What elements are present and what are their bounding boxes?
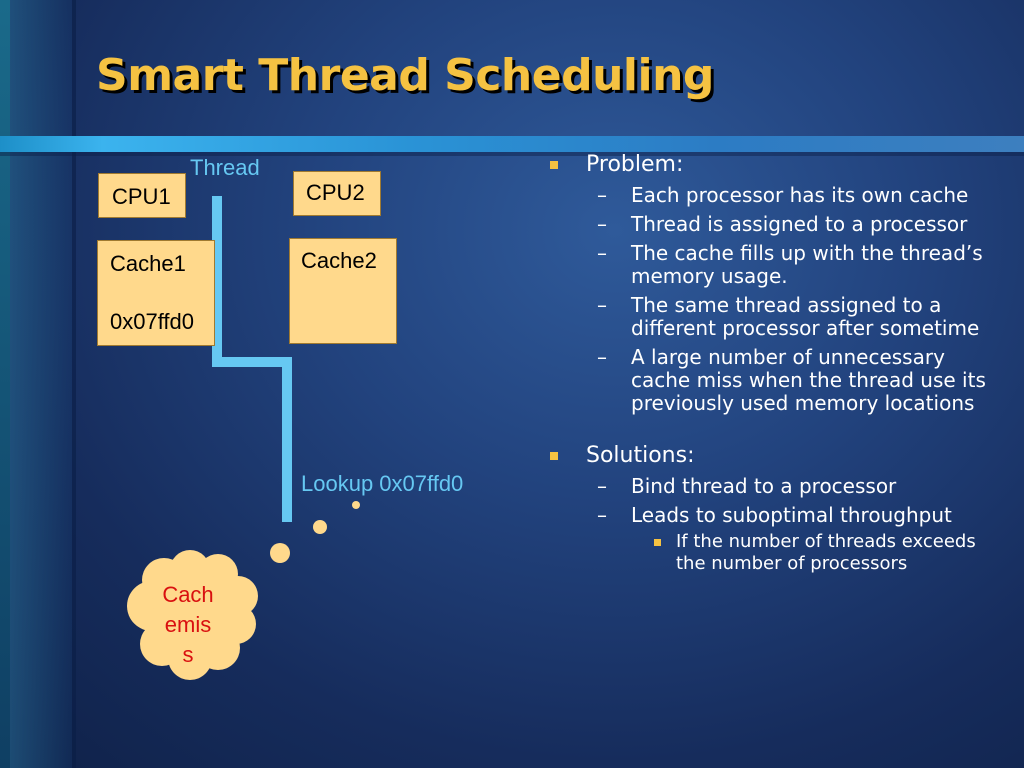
- slide-title: Smart Thread Scheduling: [96, 50, 714, 101]
- dash-bullet-icon: –: [597, 293, 607, 317]
- square-bullet-icon: [654, 539, 661, 546]
- solution-item: – Leads to suboptimal throughput: [548, 504, 1008, 527]
- cache-miss-text: Cach emis s: [140, 580, 236, 670]
- dash-bullet-icon: –: [597, 183, 607, 207]
- solution-item: – Bind thread to a processor: [548, 475, 1008, 498]
- title-underline-bar: [0, 136, 1024, 152]
- dash-bullet-icon: –: [597, 474, 607, 498]
- thought-dot-medium: [313, 520, 327, 534]
- bullet-list: Problem: – Each processor has its own ca…: [548, 152, 1008, 575]
- problem-item-text: The same thread assigned to a different …: [631, 293, 980, 340]
- thought-dot-small: [352, 501, 360, 509]
- dash-bullet-icon: –: [597, 241, 607, 265]
- cache1-address: 0x07ffd0: [110, 309, 195, 334]
- problem-item-text: Each processor has its own cache: [631, 183, 969, 207]
- solution-item-text: Bind thread to a processor: [631, 474, 897, 498]
- cache2-label: Cache2: [301, 248, 377, 273]
- bullet-problem: Problem:: [548, 152, 1008, 178]
- solution-sub-item-text: If the number of threads exceeds the num…: [676, 531, 976, 574]
- lookup-label: Lookup 0x07ffd0: [301, 471, 464, 496]
- problem-item: – Each processor has its own cache: [548, 184, 1008, 207]
- cpu2-label: CPU2: [306, 180, 365, 205]
- problem-heading: Problem:: [586, 152, 684, 177]
- cache1-box: Cache1 0x07ffd0: [97, 240, 215, 346]
- left-stripe-light: [10, 0, 72, 768]
- thread-label: Thread: [190, 155, 260, 180]
- problem-item: – The cache fills up with the thread’s m…: [548, 242, 1008, 288]
- cpu1-label: CPU1: [112, 184, 171, 209]
- square-bullet-icon: [550, 161, 558, 169]
- solution-item-text: Leads to suboptimal throughput: [631, 503, 952, 527]
- dash-bullet-icon: –: [597, 212, 607, 236]
- problem-item: – Thread is assigned to a processor: [548, 213, 1008, 236]
- solution-sub-item: If the number of threads exceeds the num…: [548, 531, 1008, 575]
- left-stripe-edge: [72, 0, 76, 768]
- problem-item-text: Thread is assigned to a processor: [631, 212, 968, 236]
- cpu2-box: CPU2: [293, 171, 381, 216]
- problem-item: – A large number of unnecessary cache mi…: [548, 346, 1008, 415]
- cloud-line: emis: [164, 612, 212, 637]
- thread-path: [212, 196, 292, 522]
- cloud-line: s: [182, 642, 194, 667]
- cache1-label: Cache1: [110, 251, 186, 276]
- title-underline-shadow: [0, 152, 1024, 156]
- problem-item-text: A large number of unnecessary cache miss…: [631, 345, 986, 415]
- solutions-heading: Solutions:: [586, 443, 695, 468]
- left-stripe-dark: [0, 0, 10, 768]
- problem-item-text: The cache fills up with the thread’s mem…: [631, 241, 983, 288]
- problem-item: – The same thread assigned to a differen…: [548, 294, 1008, 340]
- cpu1-box: CPU1: [98, 173, 186, 218]
- cloud-line: Cach: [162, 582, 214, 607]
- bullet-solutions: Solutions:: [548, 443, 1008, 469]
- square-bullet-icon: [550, 452, 558, 460]
- dash-bullet-icon: –: [597, 345, 607, 369]
- spacer: [548, 415, 1008, 443]
- cache2-box: Cache2: [289, 238, 397, 344]
- dash-bullet-icon: –: [597, 503, 607, 527]
- thought-dot-large: [270, 543, 290, 563]
